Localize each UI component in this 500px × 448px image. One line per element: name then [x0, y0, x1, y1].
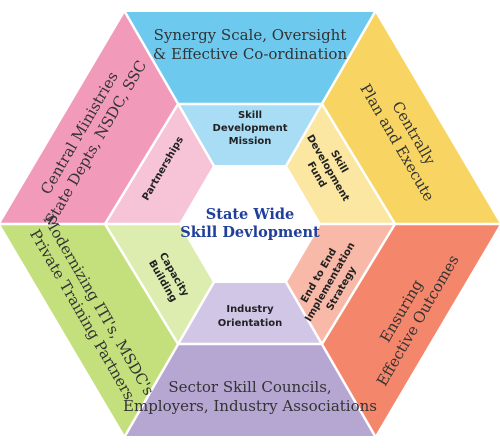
upper-left-outer-segment [0, 12, 178, 224]
top-outer-label-line-1: Synergy Scale, Oversight [154, 26, 347, 44]
top-outer-label: Synergy Scale, Oversight & Effective Co-… [153, 26, 348, 63]
bottom-outer-label-line-2: Employers, Industry Associations [123, 397, 377, 415]
top-inner-label-line-2: Development [213, 123, 288, 134]
top-outer-label-line-2: & Effective Co-ordination [153, 45, 348, 63]
center-title-line-2: Skill Devlopment [180, 224, 320, 241]
top-inner-label: Skill Development Mission [213, 110, 288, 147]
lower-left-inner-segment [105, 224, 214, 344]
upper-right-inner-segment [286, 104, 395, 224]
upper-left-inner-segment [105, 104, 214, 224]
top-inner-label-line-3: Mission [229, 136, 272, 147]
separator-lines [0, 11, 500, 437]
bottom-inner-label-line-2: Orientation [218, 318, 283, 329]
top-inner-segment [178, 104, 322, 166]
top-inner-label-line-1: Skill [238, 110, 262, 121]
bottom-outer-label-line-1: Sector Skill Councils, [168, 378, 331, 396]
center-hexagon [178, 165, 322, 283]
bottom-inner-label: Industry Orientation [218, 304, 283, 329]
top-outer-segment [125, 12, 375, 104]
bottom-outer-label: Sector Skill Councils, Employers, Indust… [123, 378, 377, 415]
bottom-inner-segment [178, 282, 322, 344]
upper-right-outer-segment [322, 12, 500, 224]
lower-left-outer-segment [0, 224, 178, 436]
bottom-inner-label-line-1: Industry [226, 304, 274, 315]
bottom-outer-segment [125, 344, 375, 436]
center-title-line-1: State Wide [206, 206, 294, 223]
lower-right-inner-segment [286, 224, 395, 344]
lower-right-outer-segment [322, 224, 500, 436]
